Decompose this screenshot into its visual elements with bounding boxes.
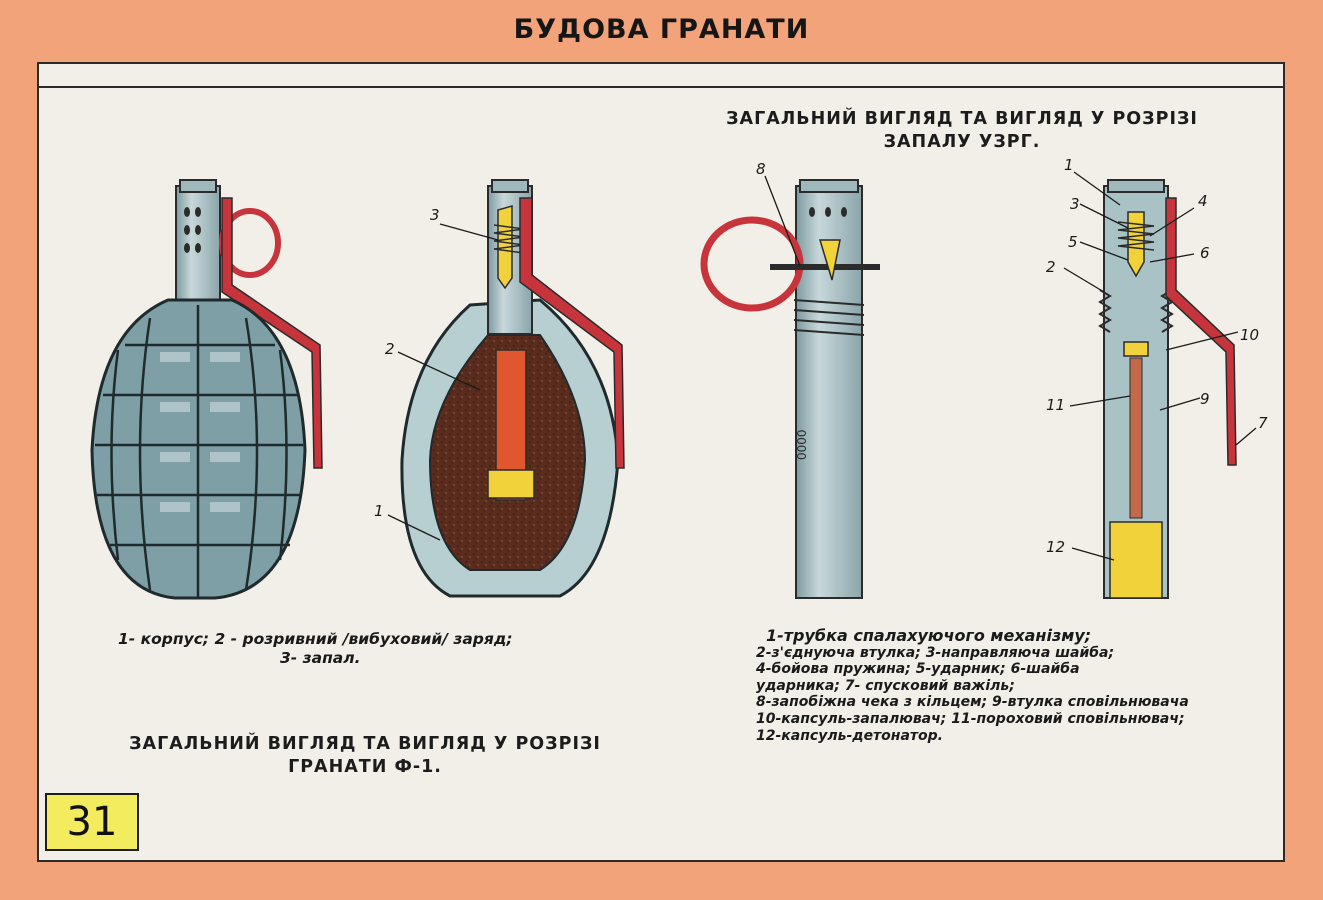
fuse-legend: 1-трубка спалахуючого механізму; 2-з'єдн… [756,626,1296,744]
grenade-legend-line1: 1- корпус; 2 - розривний /вибуховий/ зар… [118,630,513,648]
uzrg-holes [809,207,847,217]
f1-callout-1: 1 [374,502,384,520]
fuse-legend-line: 8-запобіжна чека з кільцем; 9-втулка спо… [756,694,1189,711]
f1-fuse-holes [184,207,201,253]
page-number: 31 [66,799,118,845]
fuse-legend-line: ударника; 7- спусковий важіль; [756,677,1015,694]
uzrg-section-thread [1098,289,1174,333]
grenade-heading-line2: ГРАНАТИ Ф-1. [288,757,442,777]
uzrg-callout-7: 7 [1258,414,1268,432]
uzrg-striker-window [818,239,841,281]
f1-section-spring [493,224,525,254]
uzrg-callout-6: 6 [1200,244,1210,262]
uzrg-section-lever [1165,197,1237,466]
fuse-heading-line2: ЗАПАЛУ УЗРГ. [883,132,1041,152]
uzrg-callout-9: 9 [1200,390,1210,408]
uzrg-callout-5: 5 [1068,233,1078,251]
grenade-legend: 1- корпус; 2 - розривний /вибуховий/ зар… [118,630,658,668]
uzrg-callout-2: 2 [1046,258,1056,276]
f1-callout-2: 2 [385,340,395,358]
grenade-heading-line1: ЗАГАЛЬНИЙ ВИГЛЯД ТА ВИГЛЯД У РОЗРІЗІ [129,734,601,754]
f1-grenade-exterior [90,179,323,600]
fuse-heading: ЗАГАЛЬНИЙ ВИГЛЯД ТА ВИГЛЯД У РОЗРІЗІ ЗАП… [662,108,1262,154]
f1-segment-highlights [160,352,240,512]
f1-fuse-cap [179,179,217,193]
f1-section-lever [519,197,625,469]
f1-grenade-section [400,179,625,598]
page-number-badge: 31 [45,793,139,851]
callout-leaders [387,171,1257,561]
uzrg-callout-4: 4 [1198,192,1208,210]
fuse-legend-line: 10-капсуль-запалювач; 11-пороховий спові… [756,710,1185,727]
grenade-heading: ЗАГАЛЬНИЙ ВИГЛЯД ТА ВИГЛЯД У РОЗРІЗІ ГРА… [60,733,670,779]
fuse-heading-line1: ЗАГАЛЬНИЙ ВИГЛЯД ТА ВИГЛЯД У РОЗРІЗІ [726,109,1198,129]
uzrg-fuse-exterior: 0000 [700,179,880,599]
uzrg-thread [793,299,865,336]
title-band: БУДОВА ГРАНАТИ [0,0,1323,62]
grenade-legend-line2: 3- запал. [280,649,361,667]
uzrg-callout-1: 1 [1064,156,1074,174]
poster-title: БУДОВА ГРАНАТИ [513,14,810,45]
uzrg-pin [770,264,880,270]
uzrg-section-delay [1129,357,1143,519]
uzrg-callout-8: 8 [756,160,766,178]
uzrg-callout-3: 3 [1070,195,1080,213]
uzrg-callout-12: 12 [1046,538,1066,556]
uzrg-fuse-section [1098,179,1237,599]
uzrg-section-spring [1117,221,1155,251]
fuse-legend-line: 4-бойова пружина; 5-ударник; 6-шайба [756,661,1080,678]
fuse-legend-line: 12-капсуль-детонатор. [756,727,943,744]
f1-callout-3: 3 [430,206,440,224]
f1-segments [95,305,303,598]
uzrg-section-primer [1123,341,1149,357]
fuse-legend-line: 1-трубка спалахуючого механізму; [766,626,1092,645]
uzrg-callout-10: 10 [1240,326,1260,344]
uzrg-marking: 0000 [795,429,809,460]
uzrg-callout-11: 11 [1046,396,1066,414]
fuse-legend-line: 2-з'єднуюча втулка; 3-направляюча шайба; [756,644,1115,661]
uzrg-section-detonator [1109,521,1163,599]
panel-divider-line [39,86,1283,88]
